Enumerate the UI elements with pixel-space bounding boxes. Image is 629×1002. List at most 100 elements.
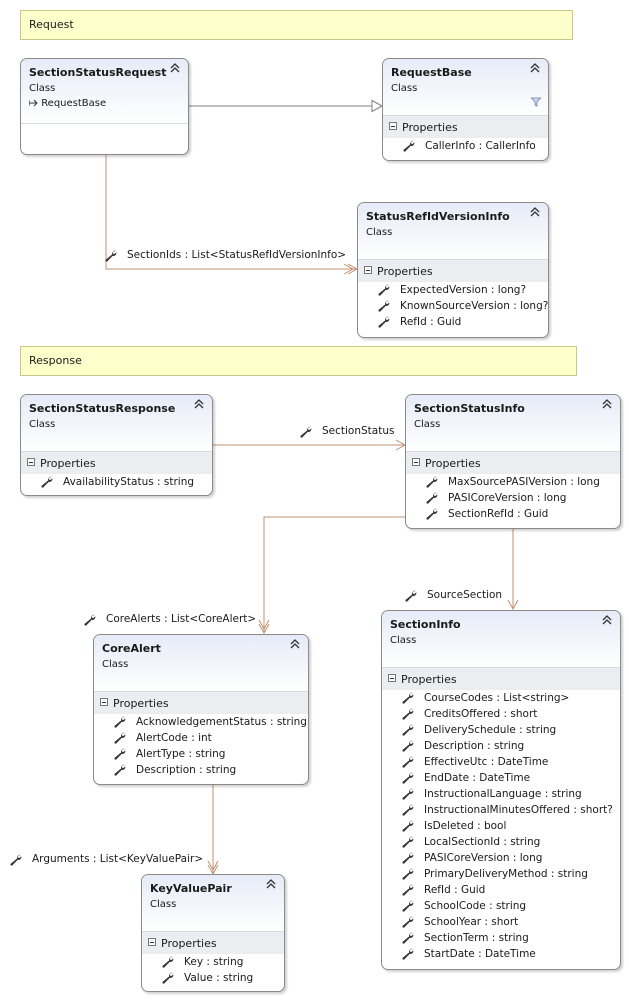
property-row: AlertCode : int	[94, 730, 308, 746]
property-row: PrimaryDeliveryMethod : string	[382, 866, 620, 882]
section-label: Properties	[401, 673, 457, 686]
section-label: Properties	[377, 265, 433, 278]
collapse-section-icon[interactable]	[412, 458, 420, 466]
class-kind: Class	[29, 419, 56, 430]
class-header: SectionStatusInfo Class	[406, 395, 620, 452]
properties-section[interactable]: Properties	[382, 668, 620, 690]
class-name: SectionInfo	[390, 618, 461, 631]
class-name: SectionStatusInfo	[414, 402, 525, 415]
wrench-icon	[10, 854, 22, 866]
double-chevron-up-icon[interactable]	[602, 399, 612, 411]
collapse-section-icon[interactable]	[389, 122, 397, 130]
property-text: SectionRefId : Guid	[448, 508, 549, 520]
properties-section[interactable]: Properties	[142, 932, 284, 954]
property-row: SchoolCode : string	[382, 898, 620, 914]
section-label: Properties	[425, 457, 481, 470]
property-text: InstructionalLanguage : string	[424, 788, 582, 800]
property-text: DeliverySchedule : string	[424, 724, 557, 736]
class-kind: Class	[391, 83, 418, 94]
properties-section[interactable]: Properties	[94, 692, 308, 714]
wrench-icon	[426, 508, 438, 520]
properties-section[interactable]: Properties	[383, 116, 548, 138]
class-header: SectionInfo Class	[382, 611, 620, 668]
property-text: EffectiveUtc : DateTime	[424, 756, 549, 768]
section-ids-arrowhead-2	[343, 263, 355, 275]
section-label: Properties	[40, 457, 96, 470]
wrench-icon	[300, 426, 312, 438]
property-text: RefId : Guid	[424, 884, 486, 896]
properties-section[interactable]: Properties	[358, 260, 548, 282]
wrench-icon	[426, 492, 438, 504]
property-text: InstructionalMinutesOffered : short?	[424, 804, 613, 816]
association-label-core-alerts: CoreAlerts : List<CoreAlert>	[84, 613, 264, 627]
property-text: AcknowledgementStatus : string	[136, 716, 307, 728]
class-header: SectionStatusRequest Class RequestBase	[21, 59, 188, 124]
double-chevron-up-icon[interactable]	[170, 63, 180, 75]
property-text: IsDeleted : bool	[424, 820, 507, 832]
property-text: PASICoreVersion : long	[448, 492, 567, 504]
property-text: PrimaryDeliveryMethod : string	[424, 868, 588, 880]
class-status-ref-id-version-info[interactable]: StatusRefIdVersionInfo Class Properties …	[357, 202, 549, 338]
wrench-icon	[378, 300, 390, 312]
double-chevron-up-icon[interactable]	[266, 879, 276, 891]
class-kind: Class	[390, 635, 417, 646]
property-row: AcknowledgementStatus : string	[94, 714, 308, 730]
collapse-section-icon[interactable]	[388, 674, 396, 682]
property-row: SchoolYear : short	[382, 914, 620, 930]
property-text: CourseCodes : List<string>	[424, 692, 570, 704]
class-name: KeyValuePair	[150, 882, 232, 895]
wrench-icon	[162, 956, 174, 968]
association-text: SectionIds : List<StatusRefIdVersionInfo…	[127, 249, 347, 261]
property-row: SectionRefId : Guid	[406, 506, 620, 522]
property-row: AvailabilityStatus : string	[21, 474, 212, 490]
section-label: Properties	[402, 121, 458, 134]
class-header: RequestBase Class	[383, 59, 548, 116]
double-chevron-up-icon[interactable]	[194, 399, 204, 411]
double-chevron-up-icon[interactable]	[530, 207, 540, 219]
class-section-status-request[interactable]: SectionStatusRequest Class RequestBase	[20, 58, 189, 155]
class-section-status-info[interactable]: SectionStatusInfo Class Properties MaxSo…	[405, 394, 621, 529]
property-text: RefId : Guid	[400, 316, 462, 328]
properties-section[interactable]: Properties	[406, 452, 620, 474]
wrench-icon	[403, 140, 415, 152]
class-name: SectionStatusResponse	[29, 402, 176, 415]
property-text: SchoolCode : string	[424, 900, 527, 912]
property-text: AlertCode : int	[136, 732, 212, 744]
inheritance-arrowhead	[371, 99, 384, 113]
property-text: Description : string	[136, 764, 237, 776]
wrench-icon	[402, 820, 414, 832]
wrench-icon	[84, 614, 96, 626]
property-text: LocalSectionId : string	[424, 836, 541, 848]
property-row: KnownSourceVersion : long?	[358, 298, 548, 314]
filter-icon[interactable]	[530, 97, 542, 110]
class-header: CoreAlert Class	[94, 635, 308, 692]
class-section-status-response[interactable]: SectionStatusResponse Class Properties A…	[20, 394, 213, 496]
property-row: Description : string	[94, 762, 308, 778]
double-chevron-up-icon[interactable]	[530, 63, 540, 75]
double-chevron-up-icon[interactable]	[602, 615, 612, 627]
property-text: KnownSourceVersion : long?	[400, 300, 549, 312]
property-row: Value : string	[142, 970, 284, 986]
wrench-icon	[402, 692, 414, 704]
property-row: MaxSourcePASIVersion : long	[406, 474, 620, 490]
class-name: RequestBase	[391, 66, 472, 79]
collapse-section-icon[interactable]	[148, 938, 156, 946]
collapse-section-icon[interactable]	[100, 698, 108, 706]
class-section-info[interactable]: SectionInfo Class Properties CourseCodes…	[381, 610, 621, 970]
arrow-right-icon	[28, 99, 38, 107]
wrench-icon	[114, 732, 126, 744]
class-key-value-pair[interactable]: KeyValuePair Class Properties Key : stri…	[141, 874, 285, 992]
property-text: SectionTerm : string	[424, 932, 529, 944]
double-chevron-up-icon[interactable]	[290, 639, 300, 651]
collapse-section-icon[interactable]	[27, 458, 35, 466]
properties-section[interactable]: Properties	[21, 452, 212, 474]
arguments-arrowhead	[207, 860, 219, 872]
property-text: CallerInfo : CallerInfo	[425, 140, 536, 152]
association-text: CoreAlerts : List<CoreAlert>	[106, 613, 257, 625]
property-row: Description : string	[382, 738, 620, 754]
property-row: AlertType : string	[94, 746, 308, 762]
collapse-section-icon[interactable]	[364, 266, 372, 274]
class-request-base[interactable]: RequestBase Class Properties CallerInfo …	[382, 58, 549, 161]
class-core-alert[interactable]: CoreAlert Class Properties Acknowledgeme…	[93, 634, 309, 785]
wrench-icon	[402, 756, 414, 768]
